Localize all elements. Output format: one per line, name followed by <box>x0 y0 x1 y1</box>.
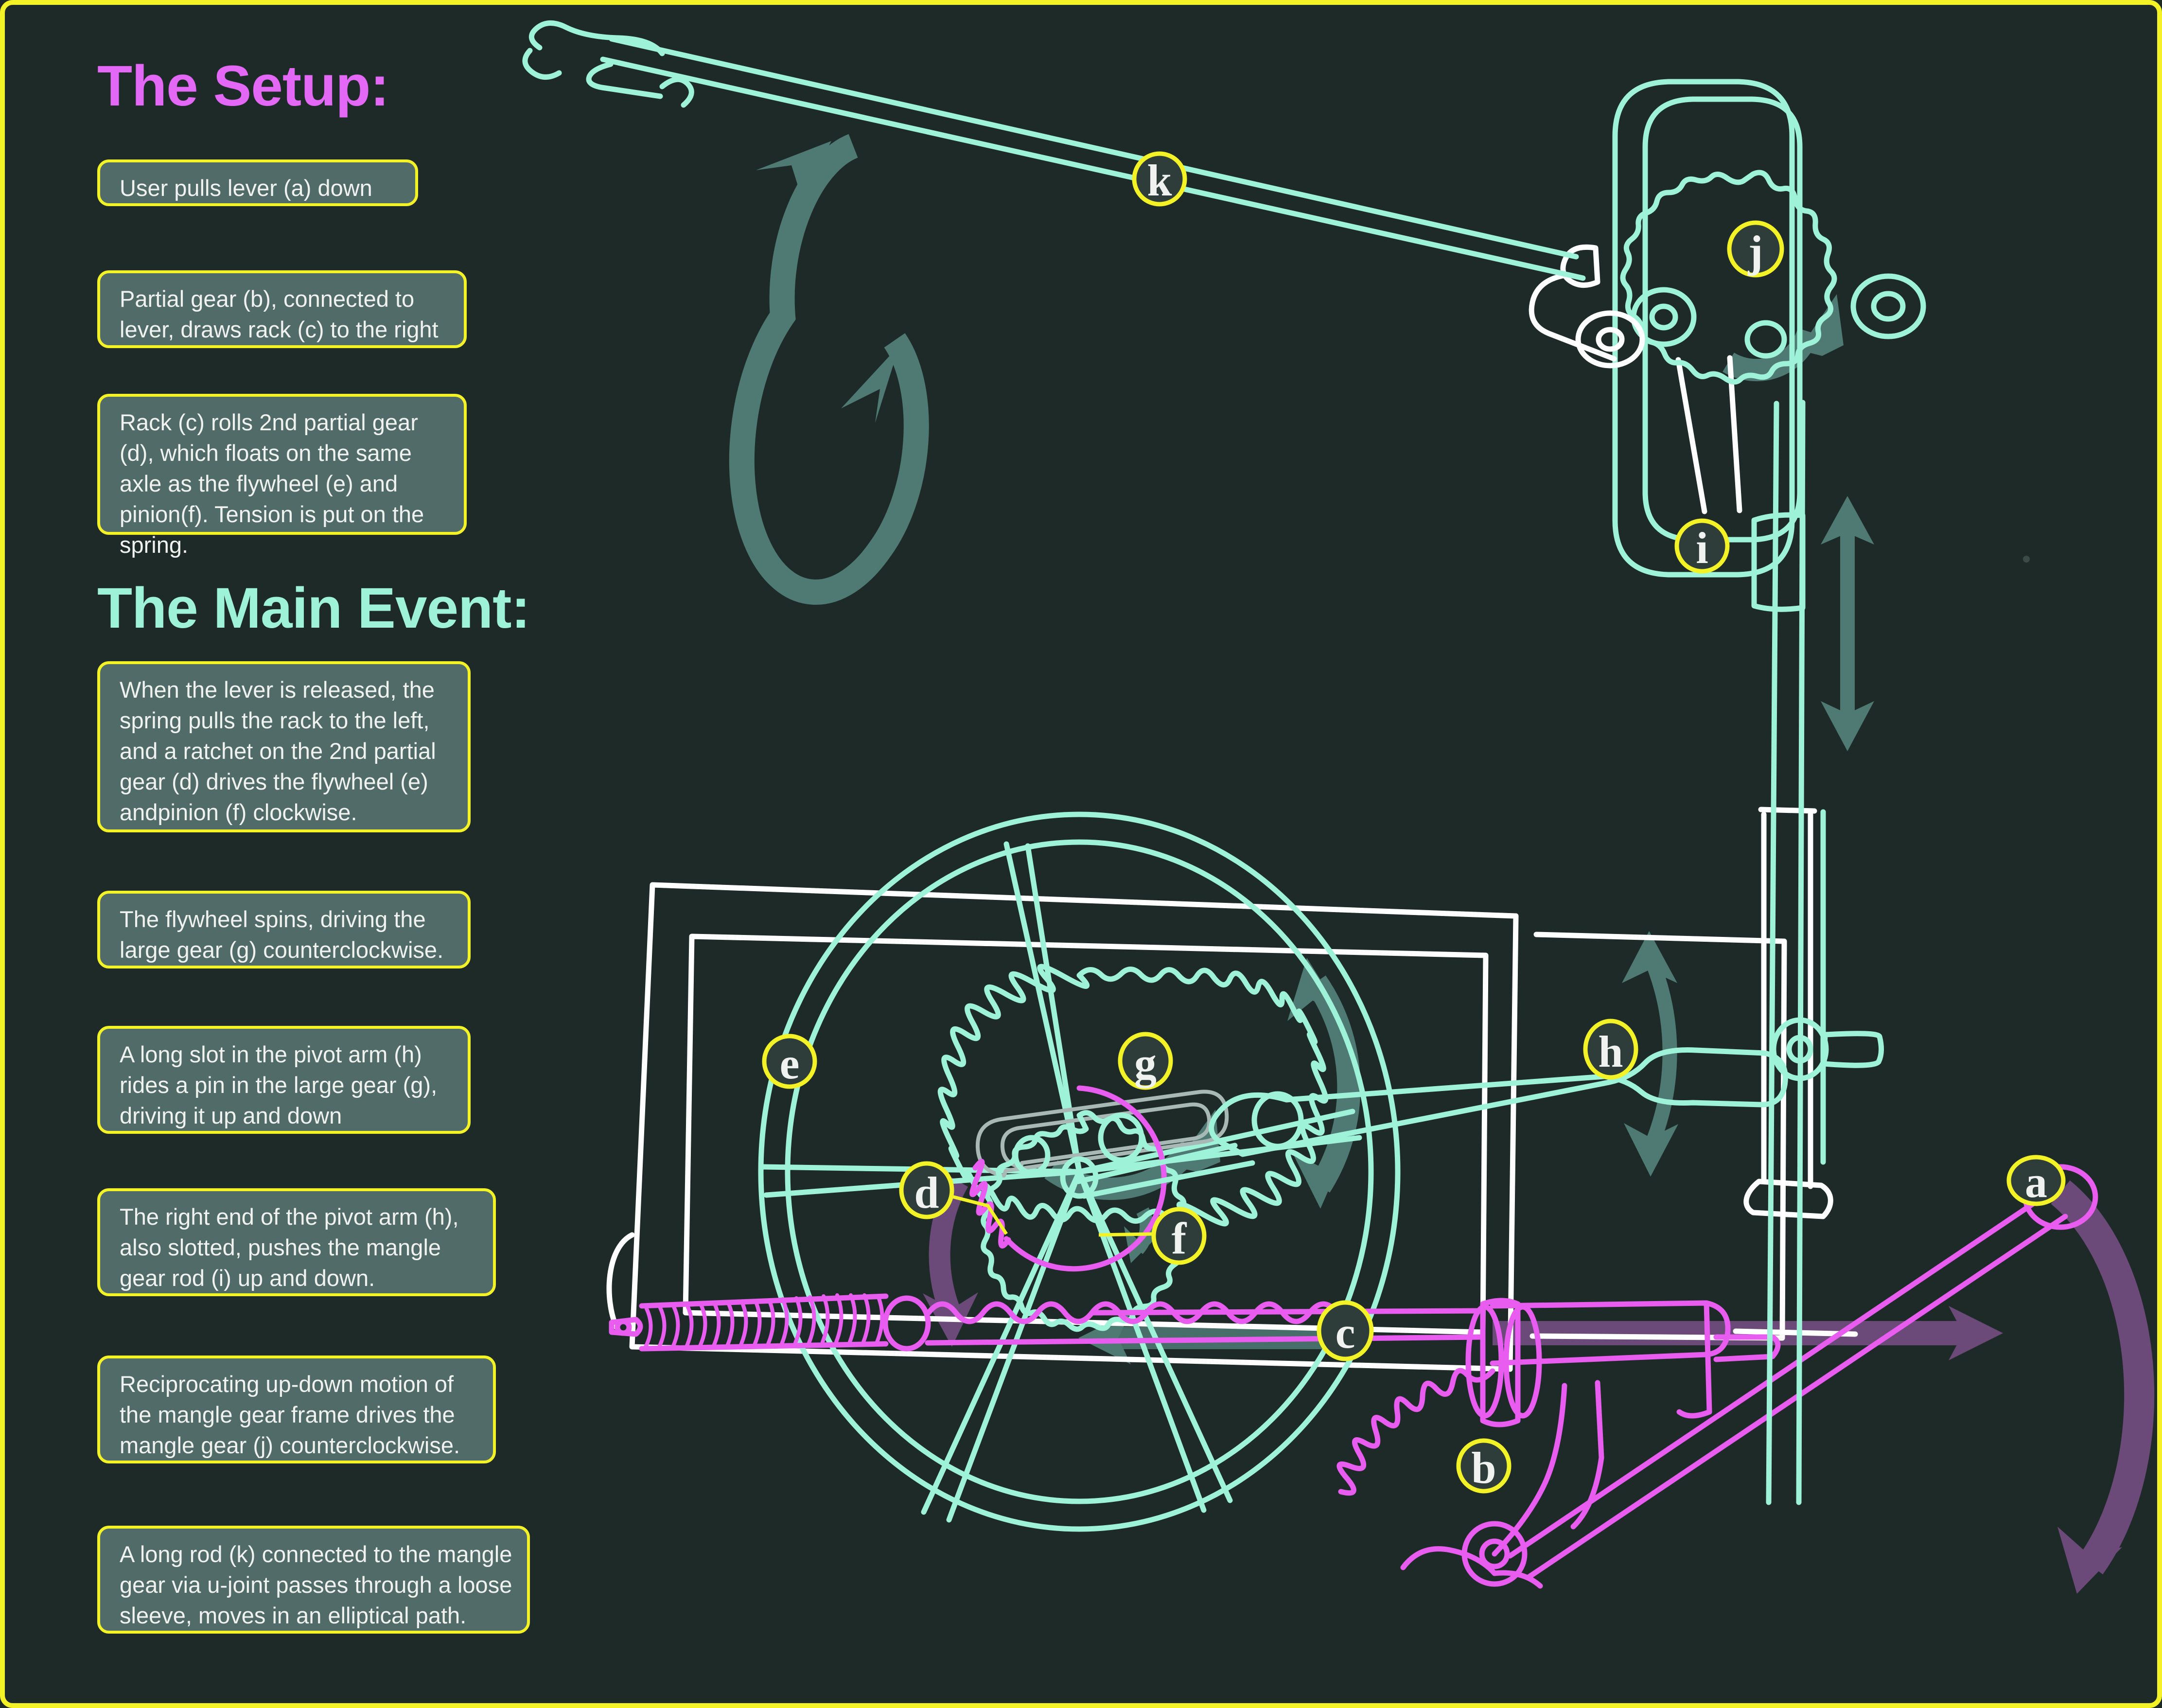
large-gear-slot-plate <box>975 1090 1229 1178</box>
pivot-arm-h <box>1075 1017 1884 1199</box>
svg-text:j: j <box>1748 227 1763 276</box>
pivot-arm-to-hub-1 <box>1075 1143 1238 1184</box>
callout-step-5: The flywheel spins, driving the large ge… <box>97 891 471 968</box>
heading-setup: The Setup: <box>97 54 389 118</box>
callout-step-9: A long rod (k) connected to the mangle g… <box>97 1526 530 1634</box>
callout-step-5-text: The flywheel spins, driving the large ge… <box>120 906 444 963</box>
rack-body-bottom <box>925 1334 1486 1346</box>
svg-text:h: h <box>1598 1027 1623 1076</box>
stray-dot <box>2023 556 2030 563</box>
svg-text:e: e <box>780 1039 800 1088</box>
partial-gear-b <box>1336 1164 2098 1589</box>
pivot-arm-to-hub-2 <box>1081 1160 1255 1199</box>
long-rod-k-top <box>609 36 1579 260</box>
mechanism-illustration: .mint{fill:none;stroke:#9df2d8;stroke-wi… <box>522 20 2155 1594</box>
callout-step-8: Reciprocating up-down motion of the mang… <box>97 1356 496 1463</box>
lever-arm-upper <box>1507 1188 2055 1559</box>
spring-assembly <box>609 1293 1486 1352</box>
mangle-gear-teeth <box>1620 170 1837 385</box>
motion-arrow-elliptical-path <box>729 134 929 605</box>
frame-bearing-right <box>1850 273 1926 339</box>
label-j: j <box>1727 220 1784 278</box>
callout-step-2-text: Partial gear (b), connected to lever, dr… <box>120 286 439 342</box>
frame-bearing-left <box>1631 287 1697 347</box>
partial-gear-d <box>969 1085 1167 1272</box>
mangle-gear-rod-i <box>1751 400 1826 1505</box>
svg-text:b: b <box>1471 1443 1496 1493</box>
callout-step-4-text: When the lever is released, the spring p… <box>120 677 436 825</box>
svg-text:g: g <box>1134 1039 1157 1088</box>
label-h: h <box>1583 1019 1638 1080</box>
heading-main-event: The Main Event: <box>97 576 530 640</box>
label-d: d <box>899 1161 1008 1235</box>
label-f: f <box>1098 1207 1207 1265</box>
u-joint-and-long-rod <box>522 20 1645 369</box>
callout-step-7: The right end of the pivot arm (h), also… <box>97 1188 496 1296</box>
part-labels: k j i h e g d f c b a <box>762 151 2066 1494</box>
label-g: g <box>1118 1032 1173 1090</box>
label-k: k <box>1132 151 1187 207</box>
callout-step-1-text: User pulls lever (a) down <box>120 175 372 201</box>
svg-text:k: k <box>1147 156 1172 205</box>
rod-collar <box>1751 512 1806 612</box>
callout-step-8-text: Reciprocating up-down motion of the mang… <box>120 1371 460 1458</box>
long-rod-k-bottom <box>600 56 1586 281</box>
callout-step-3-text: Rack (c) rolls 2nd partial gear (d), whi… <box>120 409 424 558</box>
motion-arrow-lever-down <box>2051 1180 2155 1594</box>
motion-arrow-rod-updown <box>1821 496 1874 751</box>
label-b: b <box>1456 1438 1512 1494</box>
legend-column: The Setup: User pulls lever (a) down Par… <box>5 5 564 1703</box>
svg-text:i: i <box>1696 523 1708 573</box>
svg-text:a: a <box>2025 1157 2047 1207</box>
svg-text:f: f <box>1172 1214 1187 1263</box>
label-e: e <box>762 1034 817 1089</box>
callout-step-1: User pulls lever (a) down <box>97 159 418 206</box>
svg-text:d: d <box>914 1168 939 1217</box>
label-c: c <box>1317 1300 1374 1361</box>
spring-coils <box>639 1293 889 1352</box>
callout-step-6: A long slot in the pivot arm (h) rides a… <box>97 1026 471 1134</box>
callout-step-3: Rack (c) rolls 2nd partial gear (d), whi… <box>97 394 467 558</box>
label-a: a <box>2006 1155 2066 1207</box>
u-joint-eye <box>1575 310 1645 369</box>
rod-left <box>1766 401 1779 1505</box>
motion-arrow-mangle-gear-ccw <box>1723 294 1844 382</box>
label-i: i <box>1674 518 1730 574</box>
svg-text:c: c <box>1336 1308 1355 1357</box>
rack-body-top <box>1091 1308 1486 1316</box>
callout-step-2: Partial gear (b), connected to lever, dr… <box>97 270 467 348</box>
callout-step-9-text: A long rod (k) connected to the mangle g… <box>120 1541 512 1628</box>
mangle-gear-hub <box>1744 320 1787 359</box>
flywheel-e <box>758 811 1401 1532</box>
mangle-gear-frame <box>1612 79 1926 578</box>
pivot-arm-right-slot <box>1821 1031 1884 1068</box>
mangle-track-left <box>1675 357 1707 514</box>
rack-block-left <box>1480 1298 1521 1427</box>
callout-step-6-text: A long slot in the pivot arm (h) rides a… <box>120 1041 438 1128</box>
callout-step-4: When the lever is released, the spring p… <box>97 661 471 832</box>
spring-eye <box>882 1295 931 1352</box>
callout-step-7-text: The right end of the pivot arm (h), also… <box>120 1204 459 1291</box>
pivot-arm-slot-hole <box>1251 1091 1304 1149</box>
